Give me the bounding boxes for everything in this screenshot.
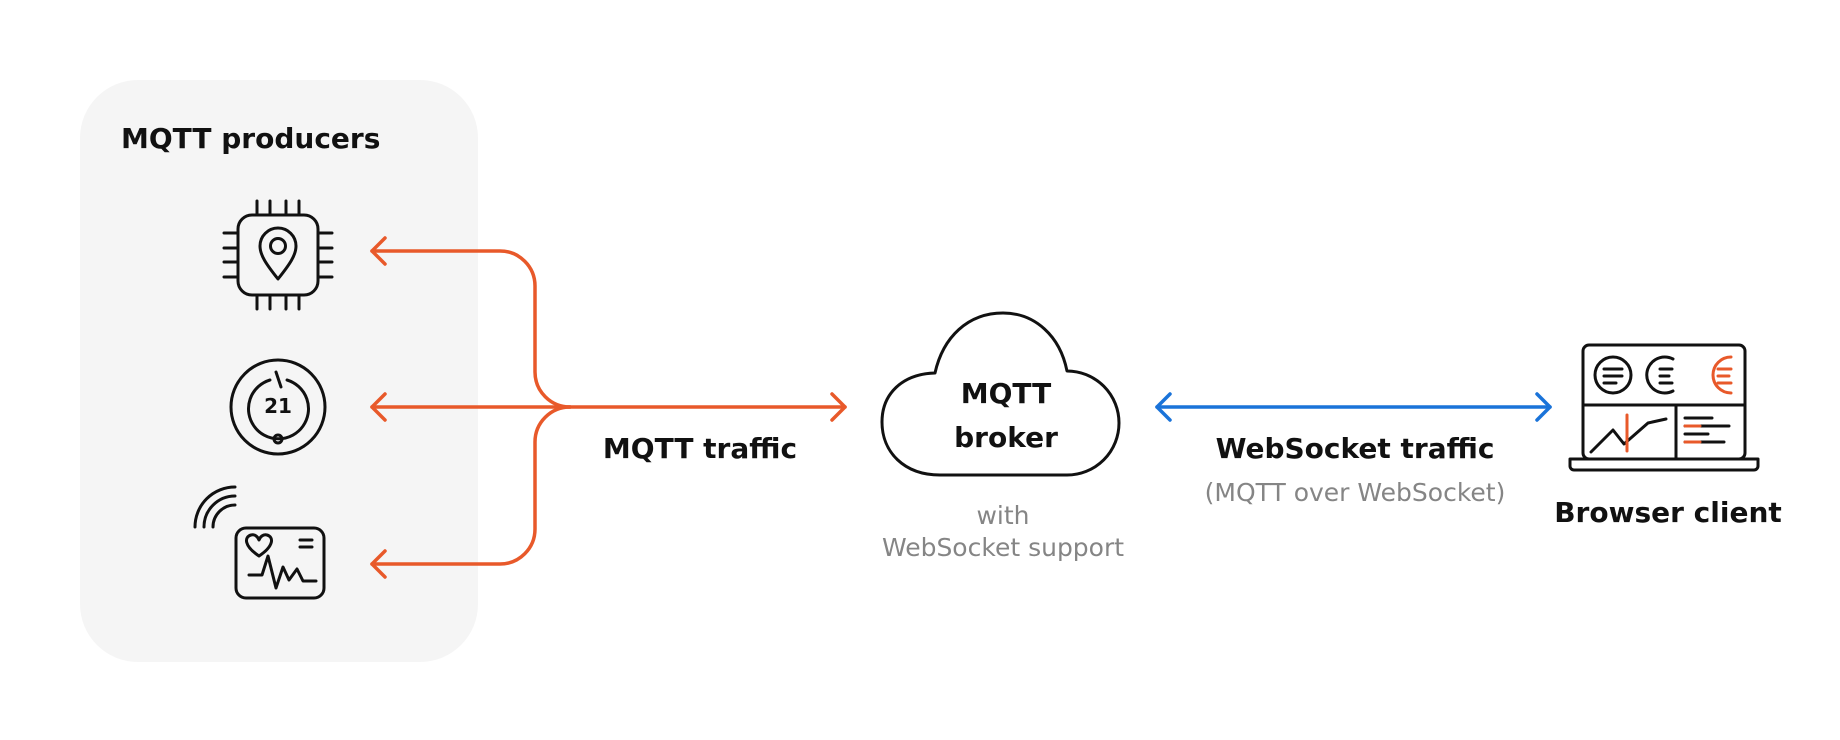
arrowhead-device-2 — [370, 392, 387, 422]
mqtt-link-device-1 — [370, 249, 572, 409]
broker-note-line1: with — [976, 501, 1030, 530]
arrowhead-broker — [830, 392, 847, 422]
thermostat-value: 21 — [264, 394, 292, 418]
mqtt-traffic-arrows — [370, 236, 847, 579]
producers-title: MQTT producers — [121, 122, 381, 155]
arrowhead-device-3 — [370, 549, 387, 579]
arrowhead-broker-side — [1155, 392, 1172, 422]
mqtt-traffic-label: MQTT traffic — [602, 432, 798, 465]
heart-monitor-icon — [193, 485, 326, 600]
broker-cloud-icon — [880, 311, 1121, 477]
chip-location-icon — [222, 199, 334, 311]
browser-client-label: Browser client — [1554, 496, 1782, 529]
websocket-traffic-sublabel: (MQTT over WebSocket) — [1204, 478, 1506, 507]
websocket-traffic-arrow — [1155, 392, 1552, 422]
broker-title-line2: broker — [954, 421, 1058, 454]
arrowhead-device-1 — [370, 236, 387, 266]
broker-note-line2: WebSocket support — [881, 533, 1125, 562]
broker-title-line1: MQTT — [960, 377, 1052, 410]
websocket-traffic-label: WebSocket traffic — [1215, 432, 1495, 465]
laptop-dashboard-icon — [1568, 343, 1760, 472]
thermostat-icon — [229, 358, 327, 456]
broker-note: with WebSocket support — [882, 500, 1124, 564]
arrowhead-browser-side — [1535, 392, 1552, 422]
broker-title: MQTT broker — [954, 372, 1058, 460]
producers-panel — [80, 80, 478, 662]
mqtt-link-device-3 — [370, 405, 572, 566]
